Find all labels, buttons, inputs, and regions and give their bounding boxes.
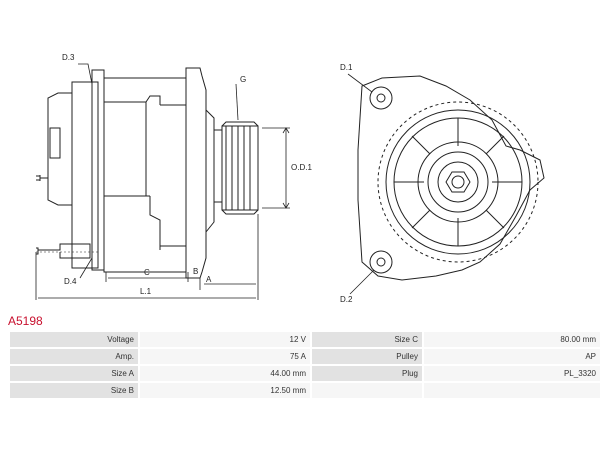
spec-label-voltage: Voltage [10,332,138,347]
spec-value-empty [424,383,600,398]
spec-value-amp: 75 A [140,349,310,364]
spec-value-size-b: 12.50 mm [140,383,310,398]
spec-value-size-a: 44.00 mm [140,366,310,381]
alternator-side-view [35,63,290,300]
spec-label-size-c: Size C [312,332,422,347]
spec-label-plug: Plug [312,366,422,381]
label-a: A [206,275,212,284]
spec-row: Voltage 12 V Size C 80.00 mm [10,332,600,347]
spec-value-voltage: 12 V [140,332,310,347]
label-od1: O.D.1 [291,163,312,172]
part-number: A5198 [8,314,43,328]
label-c: C [144,268,150,277]
alternator-drawing-svg: D.3 D.4 G O.D.1 C B A L.1 D.1 D.2 [35,53,545,304]
label-d1: D.1 [340,63,353,72]
label-l1: L.1 [140,287,152,296]
spec-label-size-a: Size A [10,366,138,381]
label-d2: D.2 [340,295,353,304]
spec-label-pulley: Pulley [312,349,422,364]
technical-drawing: D.3 D.4 G O.D.1 C B A L.1 D.1 D.2 [35,53,545,304]
label-d4: D.4 [64,277,77,286]
spec-row: Size B 12.50 mm [10,383,600,398]
spec-value-plug: PL_3320 [424,366,600,381]
label-d3: D.3 [62,53,75,62]
spec-label-empty [312,383,422,398]
spec-value-pulley: AP [424,349,600,364]
spec-label-amp: Amp. [10,349,138,364]
spec-row: Amp. 75 A Pulley AP [10,349,600,364]
spec-value-size-c: 80.00 mm [424,332,600,347]
spec-table: Voltage 12 V Size C 80.00 mm Amp. 75 A P… [8,330,600,400]
spec-row: Size A 44.00 mm Plug PL_3320 [10,366,600,381]
label-g: G [240,75,246,84]
label-b: B [193,267,198,276]
spec-label-size-b: Size B [10,383,138,398]
alternator-front-view [347,73,545,295]
